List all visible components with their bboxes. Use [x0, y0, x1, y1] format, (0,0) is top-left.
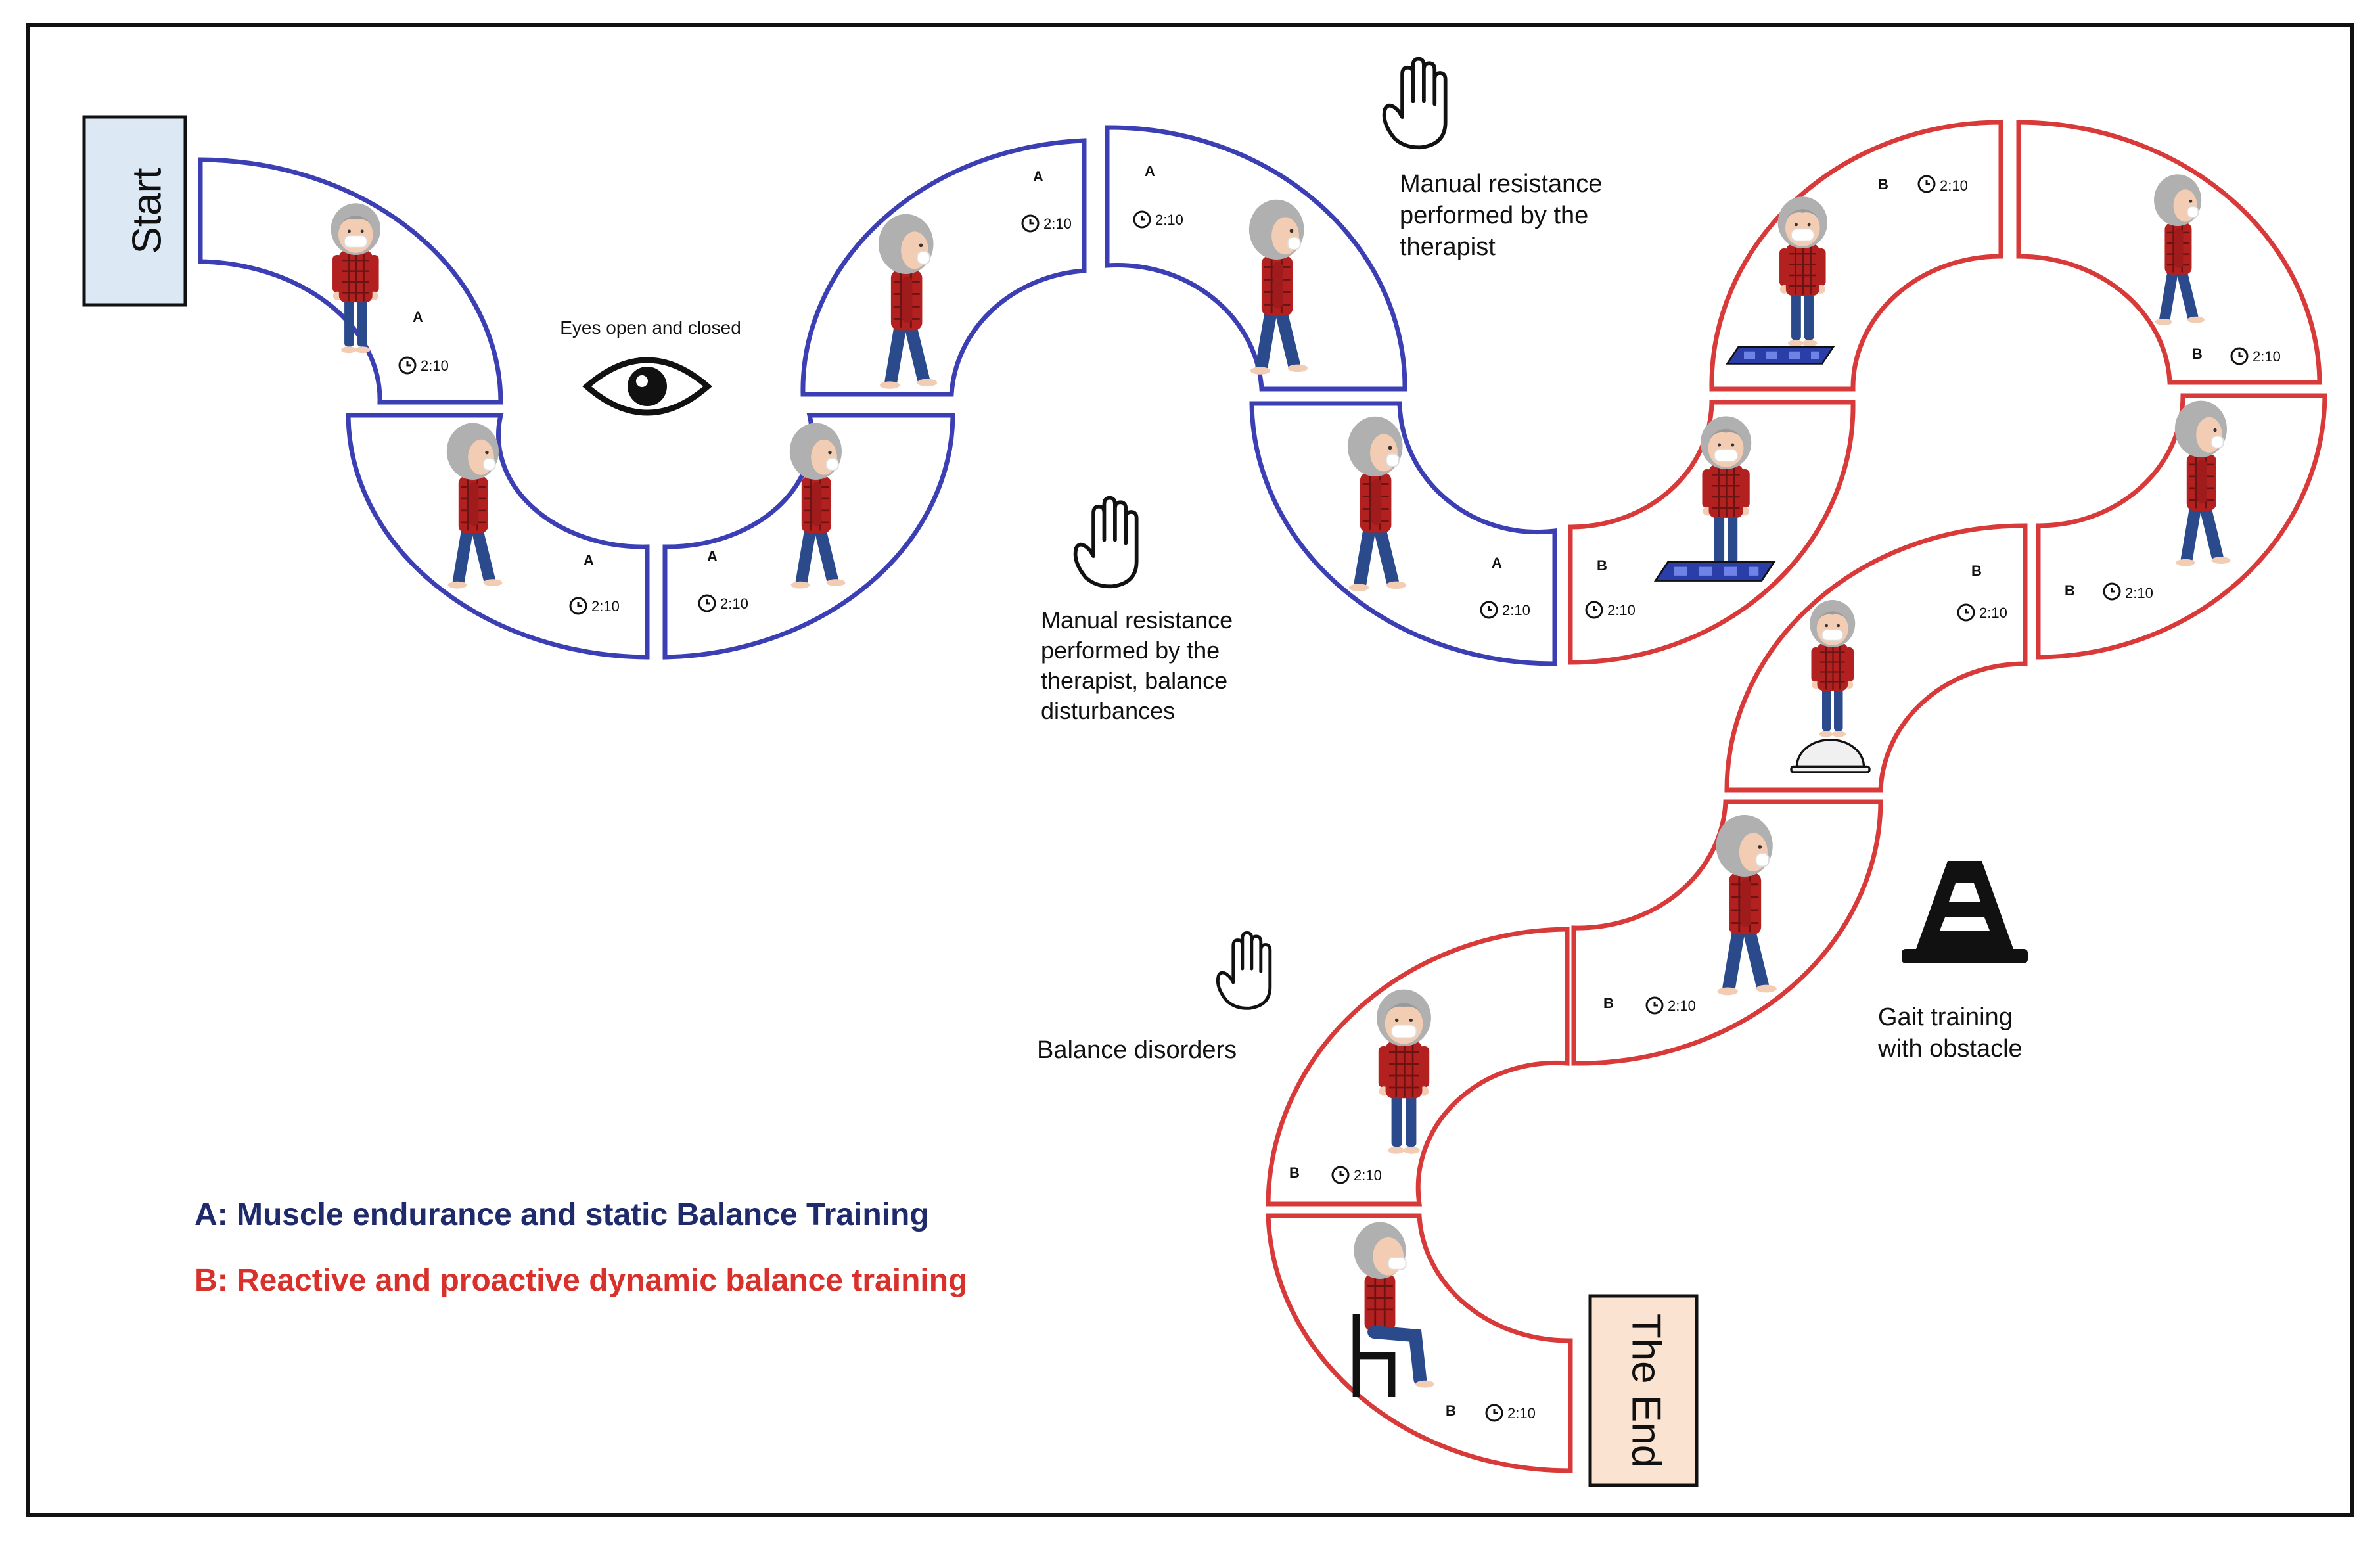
person-figure — [1348, 417, 1406, 591]
person-figure — [879, 214, 937, 389]
tile-letter: A — [1145, 163, 1155, 179]
tile-10 — [2036, 393, 2327, 660]
person-figure — [1777, 196, 1829, 348]
clock-icon — [1645, 996, 1664, 1015]
clock-icon — [2230, 347, 2249, 365]
tile-11 — [1724, 523, 2028, 793]
person-figure — [790, 423, 846, 589]
clock-icon — [1585, 601, 1603, 619]
tile-8 — [1709, 120, 2003, 392]
tile-letter: B — [1603, 995, 1614, 1011]
person-figure — [1699, 415, 1752, 571]
hand-icon — [1218, 933, 1270, 1008]
hand-icon — [1076, 498, 1137, 587]
tile-time: 2:10 — [1668, 998, 1696, 1014]
tile-time: 2:10 — [421, 357, 449, 374]
tile-time: 2:10 — [2253, 348, 2281, 365]
eyes-annotation: Eyes open and closed — [560, 317, 741, 338]
tile-letter: B — [1971, 563, 1982, 579]
traffic-cone-icon — [1902, 861, 2028, 963]
end-label: The End — [1624, 1314, 1669, 1467]
person-figure — [1375, 988, 1432, 1155]
clock-icon — [1021, 214, 1040, 233]
end-box: The End — [1588, 1294, 1699, 1487]
tile-time: 2:10 — [2125, 585, 2153, 601]
clock-icon — [2103, 582, 2121, 601]
balance-disorders-annotation: Balance disorders — [1037, 1036, 1237, 1064]
tile-letter: A — [584, 552, 594, 568]
clock-icon — [1331, 1166, 1350, 1184]
hand-icon — [1385, 59, 1446, 148]
clock-icon — [1480, 601, 1498, 619]
clock-icon — [1133, 210, 1151, 229]
tile-time: 2:10 — [591, 598, 620, 614]
clock-icon — [569, 597, 587, 615]
clock-icon — [1485, 1404, 1503, 1422]
tile-7 — [1568, 400, 1856, 665]
legend-a: A: Muscle endurance and static Balance T… — [195, 1197, 929, 1232]
tile-time: 2:10 — [1354, 1167, 1382, 1184]
tile-time: 2:10 — [1940, 177, 1968, 194]
person-figure — [1249, 200, 1308, 375]
clock-icon — [1917, 175, 1936, 193]
manual-top-annotation: Manual resistance performed by the thera… — [1400, 170, 1609, 261]
tile-time: 2:10 — [1155, 212, 1183, 228]
person-figure — [1809, 599, 1856, 738]
tile-2 — [346, 413, 650, 660]
manual-mid-annotation: Manual resistance performed by the thera… — [1041, 607, 1239, 724]
tile-time: 2:10 — [1607, 602, 1636, 618]
tile-4 — [800, 138, 1087, 397]
tile-letter: B — [1289, 1165, 1300, 1181]
tile-letter: A — [1492, 555, 1502, 571]
tile-time: 2:10 — [1979, 605, 2007, 621]
tile-12 — [1571, 799, 1883, 1066]
balance-dome — [1790, 738, 1871, 773]
tile-letter: A — [707, 548, 718, 565]
tile-letter: B — [1446, 1402, 1456, 1419]
legend-b: B: Reactive and proactive dynamic balanc… — [195, 1263, 967, 1298]
balance-board — [1726, 346, 1835, 365]
eye-icon — [582, 357, 712, 416]
tile-labels: A 2:10 A 2:10 A 2:10 A 2:10 A 2:10 A 2:1… — [398, 163, 2281, 1422]
tile-14 — [1266, 1213, 1573, 1473]
diagram-frame — [26, 23, 2354, 1517]
tile-6 — [1249, 401, 1557, 666]
clock-icon — [1957, 603, 1975, 622]
tile-13 — [1266, 927, 1570, 1207]
tile-3 — [662, 413, 955, 660]
tile-time: 2:10 — [1507, 1405, 1536, 1421]
tile-letter: B — [2065, 582, 2075, 599]
gait-annotation: Gait training with obstacle — [1877, 1003, 2023, 1063]
balance-board — [1655, 561, 1775, 582]
person-figure — [1354, 1222, 1434, 1397]
tile-time: 2:10 — [720, 595, 748, 612]
tile-letter: B — [1878, 176, 1888, 193]
track-b — [1266, 120, 2327, 1473]
person-figure — [447, 423, 503, 589]
tile-1 — [198, 157, 503, 405]
person-figure — [1716, 815, 1777, 995]
person-figure — [2175, 401, 2231, 566]
tile-9 — [2016, 120, 2322, 385]
tile-time: 2:10 — [1043, 216, 1072, 232]
tile-letter: A — [1033, 168, 1043, 185]
clock-icon — [698, 594, 716, 612]
clock-icon — [398, 356, 417, 375]
tile-letter: A — [413, 309, 423, 325]
track-a — [198, 125, 1557, 666]
start-box: Start — [82, 115, 187, 307]
start-label: Start — [124, 168, 170, 254]
tile-time: 2:10 — [1502, 602, 1530, 618]
tile-letter: B — [1597, 557, 1607, 574]
tile-5 — [1105, 125, 1407, 392]
tile-letter: B — [2192, 346, 2203, 362]
person-figure — [2154, 174, 2205, 325]
